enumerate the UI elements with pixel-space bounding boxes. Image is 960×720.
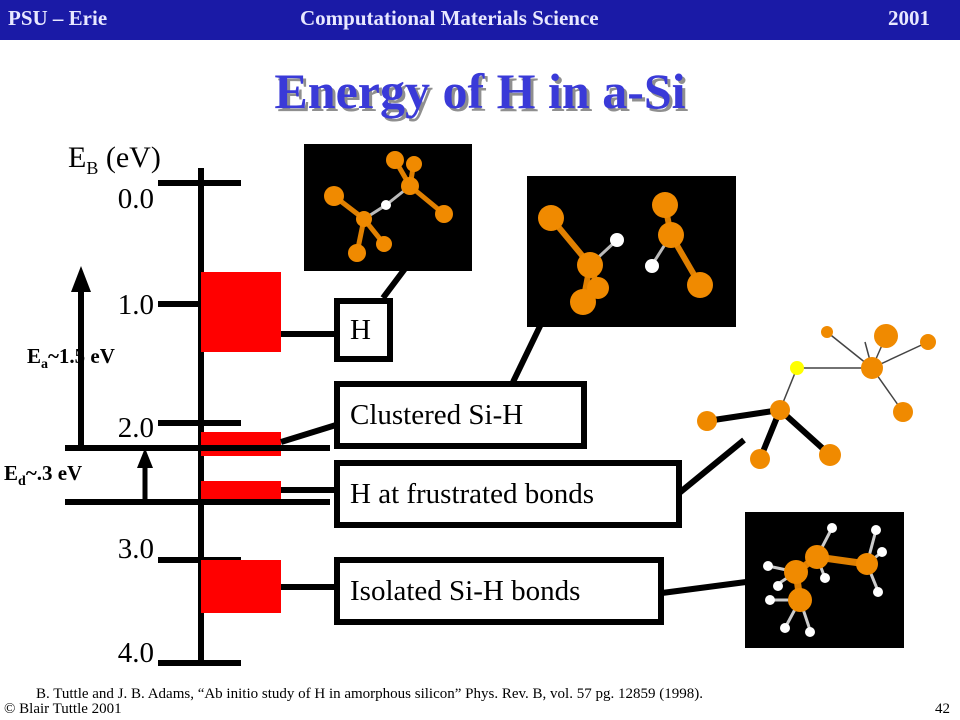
ea-label: Ea~1.5 eV	[27, 344, 115, 373]
axis-label: EB (eV)	[68, 141, 161, 179]
header-center: Computational Materials Science	[300, 6, 599, 30]
state-box-isolated: Isolated Si-H bonds	[334, 557, 664, 625]
connector-clustered-to-panel	[510, 320, 545, 384]
molecule-clustered-icon	[538, 192, 713, 315]
slide-title: Energy of H in a-Si	[274, 63, 686, 119]
tick-label-0: 0.0	[117, 183, 154, 215]
molecule-isolated-icon	[763, 523, 887, 637]
state-box-frustrated: H at frustrated bonds	[334, 460, 682, 528]
ea-label-sub: a	[41, 357, 49, 373]
ea-label-value: ~1.5 eV	[48, 344, 115, 368]
header-right: 2001	[888, 6, 930, 30]
header-bar	[0, 0, 960, 40]
axis-label-sub: B	[86, 158, 99, 178]
footer-copyright: © Blair Tuttle 2001	[4, 701, 122, 717]
axis-label-unit: (eV)	[98, 141, 161, 174]
molecule-h-icon	[324, 151, 453, 262]
state-bar-isolated	[201, 560, 281, 613]
ed-label: Ed~.3 eV	[4, 461, 82, 490]
state-box-clustered: Clustered Si-H	[334, 381, 587, 449]
citation: B. Tuttle and J. B. Adams, “Ab initio st…	[36, 686, 703, 702]
tick-label-4: 4.0	[117, 637, 154, 669]
axis-label-main: E	[68, 141, 87, 174]
state-bar-clustered	[201, 432, 281, 456]
tick-label-3: 3.0	[117, 533, 154, 565]
header-left: PSU – Erie	[8, 6, 108, 30]
ea-arrow-head	[71, 266, 91, 292]
connector-frustrated-to-molecule	[676, 437, 746, 497]
ed-arrow-head	[137, 448, 153, 468]
state-bar-h	[201, 272, 281, 352]
connector-isolated-to-panel	[661, 579, 747, 596]
tick-label-1: 1.0	[117, 289, 154, 321]
connector-clustered	[280, 422, 337, 445]
tick-label-2: 2.0	[117, 412, 154, 444]
molecule-frustrated-icon	[697, 324, 936, 469]
state-box-h: H	[334, 298, 393, 362]
ed-label-sub: d	[18, 474, 26, 490]
ed-label-value: ~.3 eV	[25, 461, 83, 485]
footer-page-number: 42	[935, 701, 950, 717]
ea-label-main: E	[27, 344, 42, 368]
molecule-clustered-panel	[527, 176, 736, 327]
ed-label-main: E	[4, 461, 19, 485]
